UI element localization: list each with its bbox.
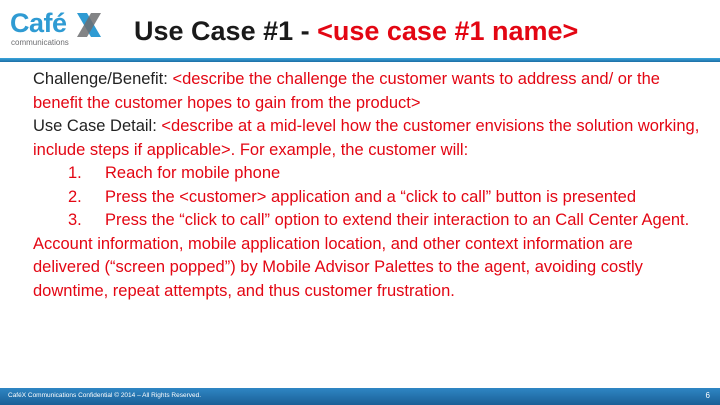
detail-paragraph: Use Case Detail: <describe at a mid-leve… xyxy=(33,115,703,162)
step-text: Press the <customer> application and a “… xyxy=(105,187,637,206)
slide-title: Use Case #1 - <use case #1 name> xyxy=(134,14,578,48)
step-text: Press the “click to call” option to exte… xyxy=(105,211,690,229)
title-highlight: <use case #1 name> xyxy=(317,16,579,46)
step-number: 1. xyxy=(68,164,82,182)
slide-body: Challenge/Benefit: <describe the challen… xyxy=(33,68,703,303)
challenge-paragraph: Challenge/Benefit: <describe the challen… xyxy=(33,68,703,115)
slide-footer: CaféX Communications Confidential © 2014… xyxy=(0,388,720,405)
challenge-text: <describe the challenge the customer wan… xyxy=(33,70,660,112)
logo-subtext: communications xyxy=(11,38,69,47)
list-item: 3. Press the “click to call” option to ex… xyxy=(33,209,703,233)
logo-brand-text: Café xyxy=(10,8,67,38)
title-prefix: Use Case #1 - xyxy=(134,16,318,46)
step-number: 2. xyxy=(68,187,82,206)
challenge-label: Challenge/Benefit: xyxy=(33,70,173,88)
steps-list: 1. Reach for mobile phone 2. Press the <cu… xyxy=(33,162,703,233)
step-text: Reach for mobile phone xyxy=(105,164,281,182)
list-item: 2. Press the <customer> application and a… xyxy=(33,186,703,210)
cafex-logo: Café communications xyxy=(10,8,105,54)
page-number: 6 xyxy=(705,391,710,400)
slide-header: Café communications Use Case #1 - <use c… xyxy=(0,0,720,62)
footer-confidential-text: CaféX Communications Confidential © 2014… xyxy=(8,392,202,399)
step-number: 3. xyxy=(68,211,82,229)
list-item: 1. Reach for mobile phone xyxy=(33,162,703,186)
closing-paragraph: Account information, mobile application … xyxy=(33,234,643,300)
header-rule xyxy=(0,58,720,62)
detail-text: <describe at a mid-level how the custome… xyxy=(33,117,700,159)
cafex-x-logo-icon xyxy=(77,13,101,37)
detail-label: Use Case Detail: xyxy=(33,117,162,135)
